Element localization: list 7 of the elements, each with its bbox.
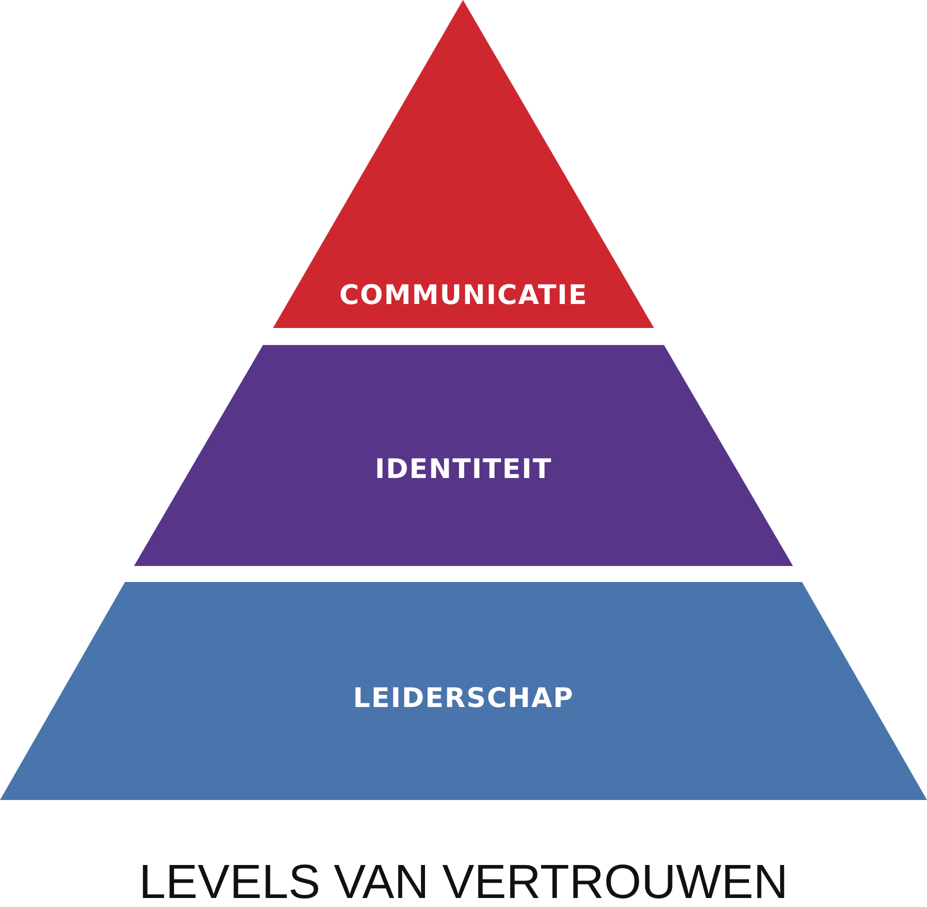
tier-label: LEIDERSCHAP: [353, 683, 574, 715]
tier-label: COMMUNICATIE: [339, 280, 588, 312]
pyramid-tier: [273, 0, 654, 328]
pyramid-tier: [134, 345, 793, 566]
tier-label: IDENTITEIT: [374, 454, 552, 486]
diagram-title: LEVELS VAN VERTROUWEN: [138, 856, 788, 907]
pyramid-tier: [0, 582, 927, 800]
